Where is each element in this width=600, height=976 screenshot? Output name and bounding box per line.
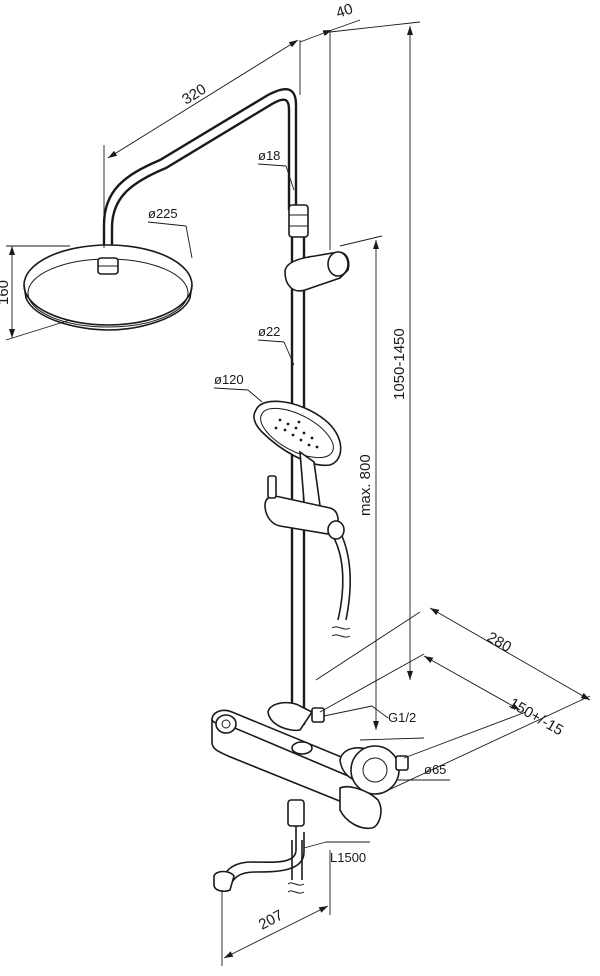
- dim-riser-diameter: ø22: [258, 324, 280, 339]
- dim-head-height: 160: [0, 280, 12, 305]
- supply-hose: [287, 840, 305, 894]
- dim-hand-shower-diameter: ø120: [214, 372, 244, 387]
- nozzle-pattern: [274, 418, 319, 449]
- dim-thread: G1/2: [388, 710, 416, 725]
- dim-hose-length: L1500: [330, 850, 366, 865]
- slide-holder: [264, 475, 345, 540]
- thermostatic-mixer: [211, 701, 409, 830]
- dimension-labels: 40 320 ø18 ø225 160 1050-1450 ø22 ø120 m…: [0, 0, 566, 933]
- overhead-shower-head: [23, 244, 193, 331]
- dim-top-offset: 40: [334, 0, 355, 21]
- dim-depth: 280: [484, 629, 514, 656]
- dim-head-diameter: ø225: [148, 206, 178, 221]
- upper-wall-bracket: [284, 251, 350, 292]
- overhead-shower-arm: [102, 88, 298, 262]
- dim-eccentric-diameter: ø65: [424, 762, 446, 777]
- shower-hose: [331, 535, 351, 638]
- dimension-lines: [5, 19, 591, 966]
- dim-riser-height: 1050-1450: [391, 328, 408, 400]
- dim-arm-length: 320: [179, 81, 209, 109]
- bath-spout: [213, 799, 305, 892]
- dim-arm-diameter: ø18: [258, 148, 280, 163]
- dim-slider-travel: max. 800: [357, 454, 374, 516]
- dim-connection-spacing: 150+/-15: [506, 695, 566, 740]
